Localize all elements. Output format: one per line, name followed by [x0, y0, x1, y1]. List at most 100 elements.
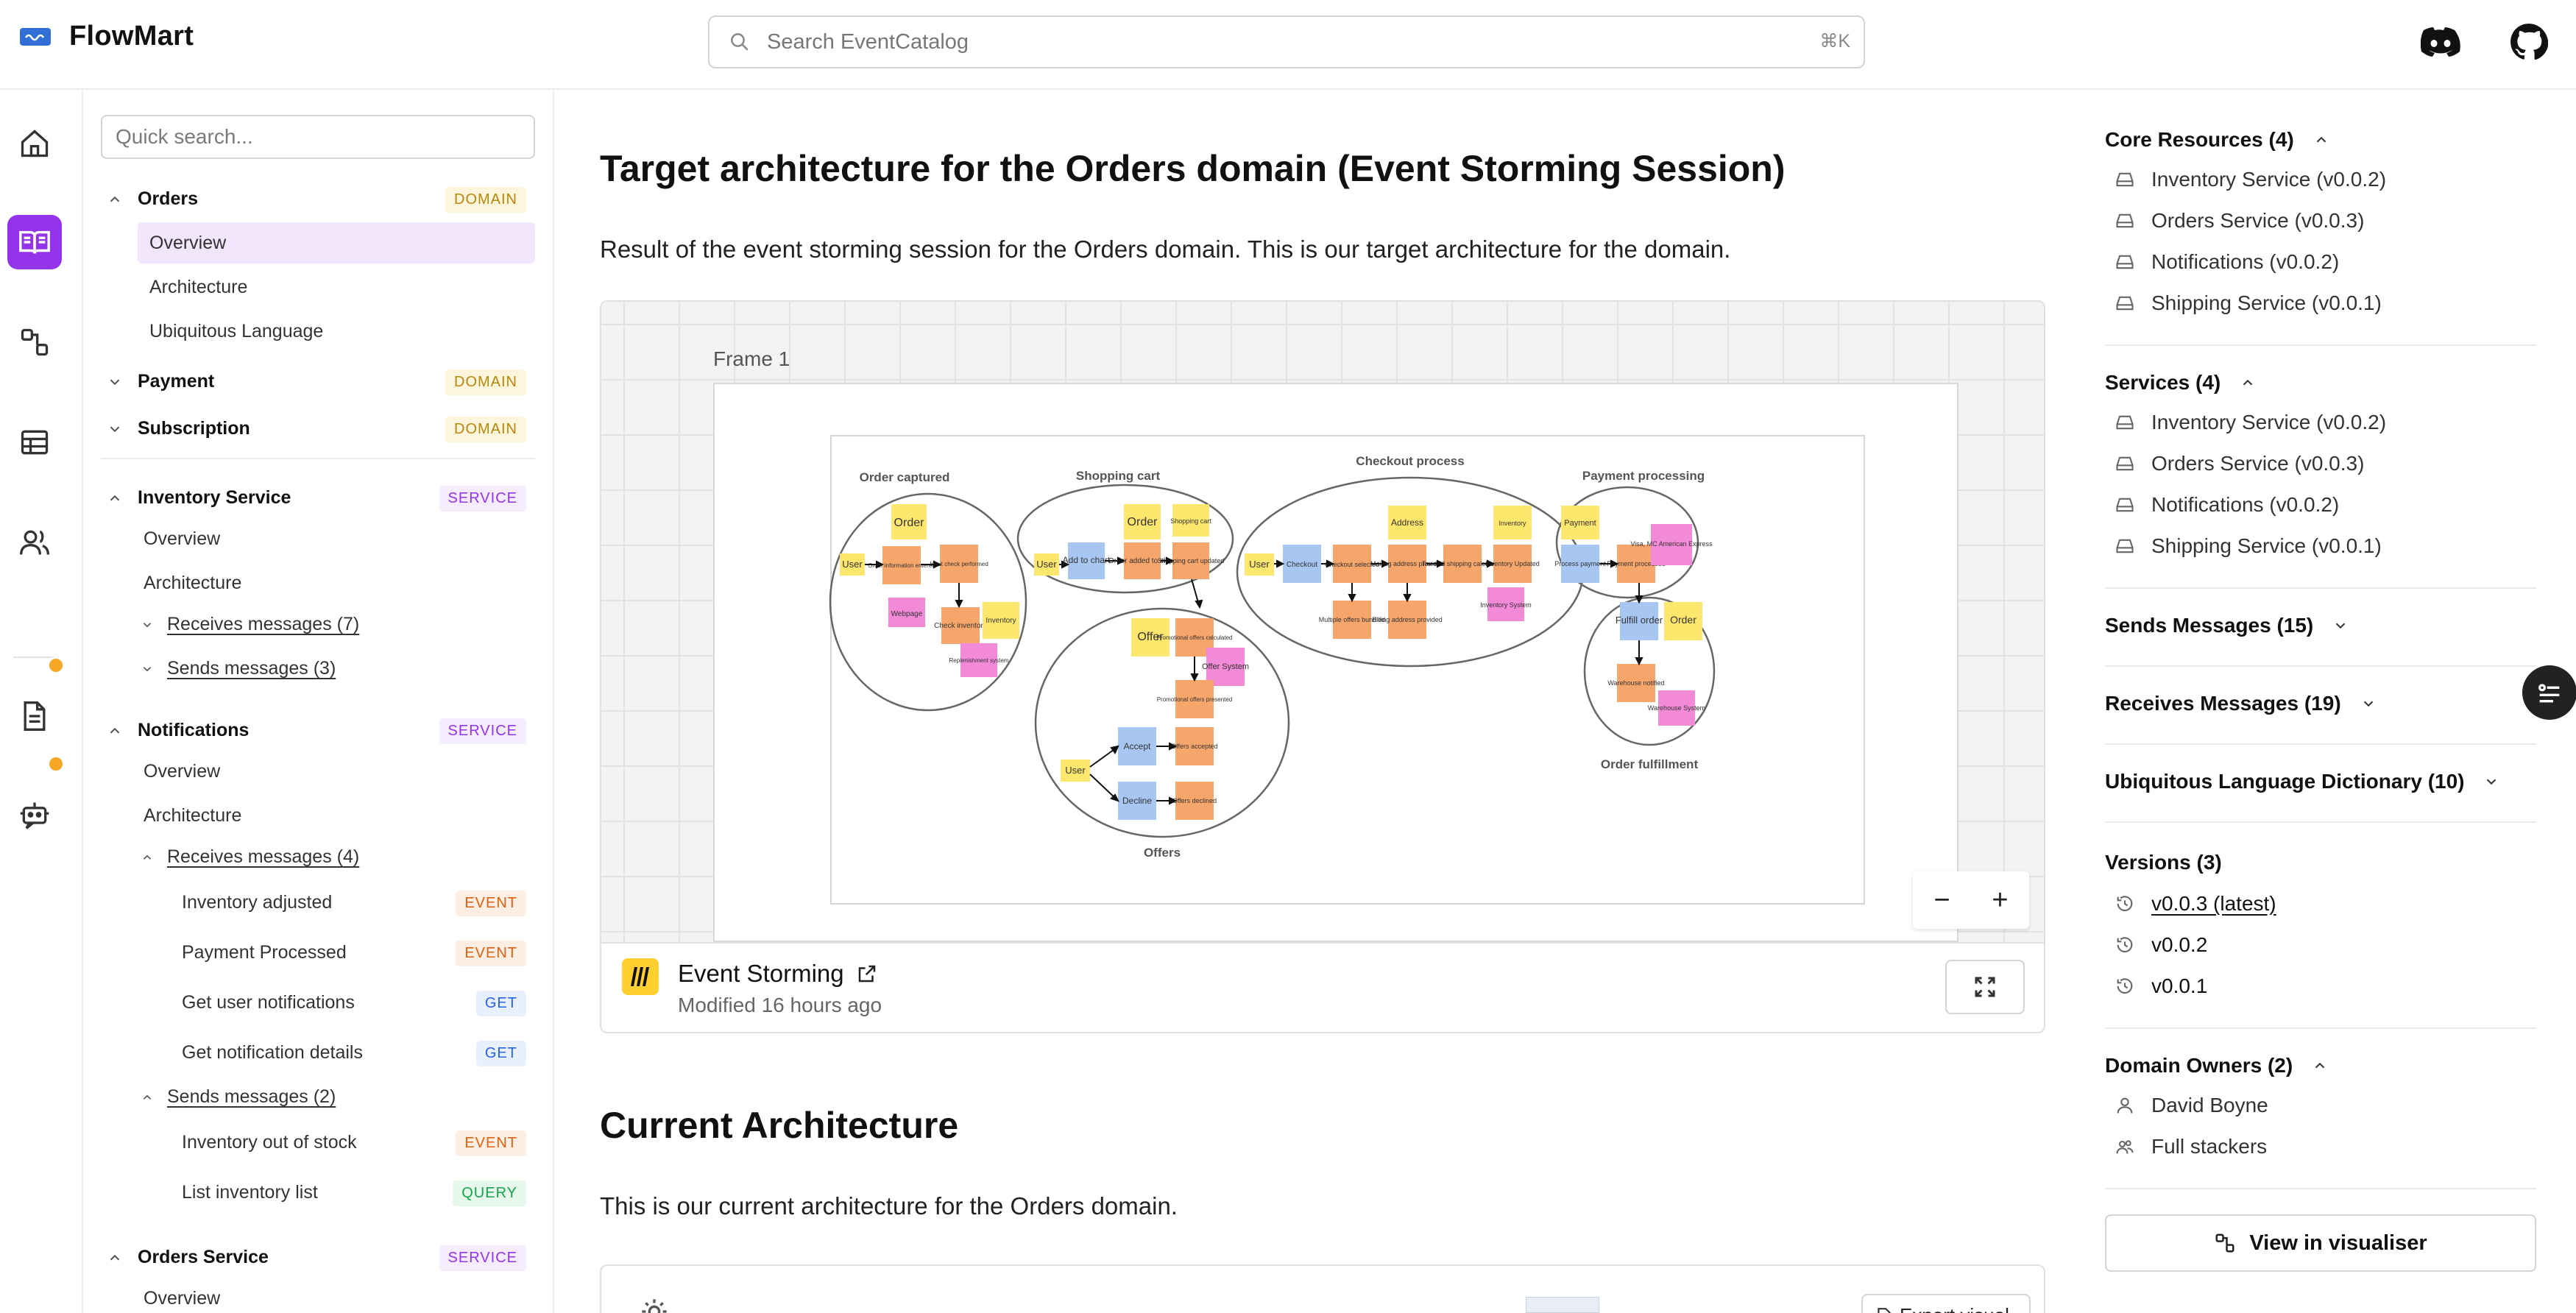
sends-messages-header[interactable]: Sends Messages (15)	[2105, 614, 2349, 637]
nav-inventory-architecture[interactable]: Architecture	[144, 573, 241, 594]
section-divider	[2105, 344, 2536, 346]
view-in-visualiser-button[interactable]: View in visualiser	[2105, 1214, 2536, 1272]
chevron-down-icon	[143, 666, 152, 671]
ubiquitous-language-header[interactable]: Ubiquitous Language Dictionary (10)	[2105, 770, 2499, 793]
export-visual-button[interactable]: Export visual	[1861, 1294, 2031, 1313]
discord-icon[interactable]	[2418, 21, 2463, 63]
export-visual-label: Export visual	[1900, 1304, 2009, 1313]
domain-badge: DOMAIN	[445, 369, 526, 395]
core-resource-item[interactable]: Shipping Service (v0.0.1)	[2115, 291, 2382, 315]
nav-notifications-sends[interactable]: Sends messages (2)	[141, 1086, 336, 1108]
service-item[interactable]: Shipping Service (v0.0.1)	[2115, 534, 2382, 558]
chevron-down-icon	[2363, 701, 2373, 707]
nav-domain-orders[interactable]: Orders	[107, 188, 198, 210]
sticky-check-inventory: Check inventory	[934, 622, 987, 630]
nav-item-label: Receives messages (7)	[167, 614, 360, 634]
current-architecture-diagram[interactable]: Export visual	[600, 1264, 2045, 1313]
nav-notifications-receives[interactable]: Receives messages (4)	[141, 846, 359, 868]
nav-item-label: List inventory list	[182, 1182, 318, 1203]
zoom-in-button[interactable]: +	[1992, 884, 2009, 916]
document-icon	[1878, 1308, 1891, 1313]
core-resource-item[interactable]: Orders Service (v0.0.3)	[2115, 209, 2364, 233]
table-icon[interactable]	[7, 415, 62, 470]
github-icon[interactable]	[2507, 21, 2551, 63]
event-storming-board[interactable]: Frame 1 Order captured Shopping cart Che…	[600, 300, 2045, 1033]
nav-domain-subscription-label: Subscription	[138, 418, 250, 439]
nav-message-get-notification-details[interactable]: Get notification details	[182, 1042, 363, 1064]
search-input[interactable]	[767, 29, 1724, 54]
nav-message-inventory-adjusted[interactable]: Inventory adjusted	[182, 892, 332, 913]
sticky-input-check: Input check performed	[930, 561, 988, 567]
nav-service-orders[interactable]: Orders Service	[107, 1247, 269, 1268]
sticky-payment-processed: Payment processed	[1607, 560, 1666, 567]
nav-domain-payment[interactable]: Payment	[107, 371, 214, 392]
domain-badge: DOMAIN	[445, 417, 526, 442]
board-title: Event Storming	[678, 960, 844, 987]
core-resource-label: Inventory Service (v0.0.2)	[2151, 168, 2387, 191]
zoom-out-button[interactable]: −	[1933, 884, 1950, 916]
nav-inventory-sends[interactable]: Sends messages (3)	[141, 658, 336, 679]
service-item[interactable]: Inventory Service (v0.0.2)	[2115, 411, 2386, 434]
users-icon[interactable]	[7, 515, 62, 570]
search-icon	[731, 33, 749, 51]
external-link-icon	[858, 965, 875, 983]
service-label: Shipping Service (v0.0.1)	[2151, 534, 2382, 557]
document-icon[interactable]	[7, 689, 62, 743]
service-item[interactable]: Orders Service (v0.0.3)	[2115, 452, 2364, 475]
architecture-icon[interactable]	[7, 315, 62, 369]
services-header[interactable]: Services (4)	[2105, 371, 2256, 394]
service-item[interactable]: Notifications (v0.0.2)	[2115, 493, 2339, 517]
nav-message-list-inventory-list[interactable]: List inventory list	[182, 1182, 318, 1203]
version-item[interactable]: v0.0.1	[2115, 974, 2207, 998]
board-title-link[interactable]: Event Storming	[678, 960, 878, 988]
section-divider	[2105, 743, 2536, 745]
nav-notifications-architecture[interactable]: Architecture	[144, 805, 241, 827]
version-item[interactable]: v0.0.3 (latest)	[2115, 892, 2276, 916]
domain-owners-header[interactable]: Domain Owners (2)	[2105, 1054, 2328, 1077]
owner-label: David Boyne	[2151, 1094, 2268, 1116]
nav-service-inventory[interactable]: Inventory Service	[107, 487, 291, 509]
version-item[interactable]: v0.0.2	[2115, 933, 2207, 957]
core-resource-item[interactable]: Inventory Service (v0.0.2)	[2115, 168, 2386, 191]
home-icon[interactable]	[7, 116, 62, 171]
server-icon	[2116, 456, 2134, 471]
owner-item[interactable]: David Boyne	[2115, 1094, 2268, 1117]
server-icon	[2116, 539, 2134, 553]
chat-bot-icon[interactable]	[7, 788, 62, 842]
nav-message-payment-processed[interactable]: Payment Processed	[182, 942, 347, 963]
version-label: v0.0.3 (latest)	[2151, 892, 2276, 915]
nav-domain-subscription[interactable]: Subscription	[107, 418, 250, 439]
gear-icon	[642, 1299, 667, 1313]
nav-orders-service-overview[interactable]: Overview	[144, 1288, 220, 1309]
right-sidebar: Core Resources (4) Inventory Service (v0…	[2072, 90, 2576, 1313]
nav-item-label: Inventory adjusted	[182, 892, 333, 913]
receives-messages-header[interactable]: Receives Messages (19)	[2105, 692, 2377, 715]
nav-inventory-overview[interactable]: Overview	[144, 528, 220, 550]
core-resource-item[interactable]: Notifications (v0.0.2)	[2115, 250, 2339, 274]
owner-item[interactable]: Full stackers	[2115, 1135, 2267, 1158]
zoom-controls: − +	[1913, 871, 2029, 929]
nav-message-inventory-out-of-stock[interactable]: Inventory out of stock	[182, 1132, 357, 1153]
fullscreen-button[interactable]	[1945, 960, 2025, 1014]
sticky-fulfill: Fulfill order	[1616, 615, 1663, 626]
nav-inventory-receives[interactable]: Receives messages (7)	[141, 614, 359, 635]
nav-notifications-overview[interactable]: Overview	[144, 761, 220, 782]
nav-service-notifications[interactable]: Notifications	[107, 720, 249, 741]
core-resource-label: Notifications (v0.0.2)	[2151, 250, 2340, 273]
sticky-order: Order	[1670, 614, 1696, 626]
nav-orders-ubiquitous-language[interactable]: Ubiquitous Language	[149, 321, 323, 342]
core-resources-header[interactable]: Core Resources (4)	[2105, 128, 2329, 152]
quick-search-input[interactable]	[101, 115, 535, 159]
nav-orders-architecture[interactable]: Architecture	[149, 277, 247, 298]
nav-message-get-user-notifications[interactable]: Get user notifications	[182, 992, 355, 1013]
docs-icon[interactable]	[7, 215, 62, 269]
sticky-inventory: Inventory	[986, 617, 1016, 625]
app-logo[interactable]: FlowMart	[19, 21, 194, 52]
rail-divider	[13, 656, 59, 658]
nav-service-orders-label: Orders Service	[138, 1247, 269, 1267]
nav-orders-overview[interactable]: Overview	[149, 233, 226, 254]
sticky-multiple-offers: Multiple offers bundled	[1319, 616, 1385, 623]
section-divider	[2105, 821, 2536, 823]
table-of-contents-button[interactable]	[2522, 665, 2576, 720]
global-search[interactable]: ⌘K	[708, 15, 1865, 68]
